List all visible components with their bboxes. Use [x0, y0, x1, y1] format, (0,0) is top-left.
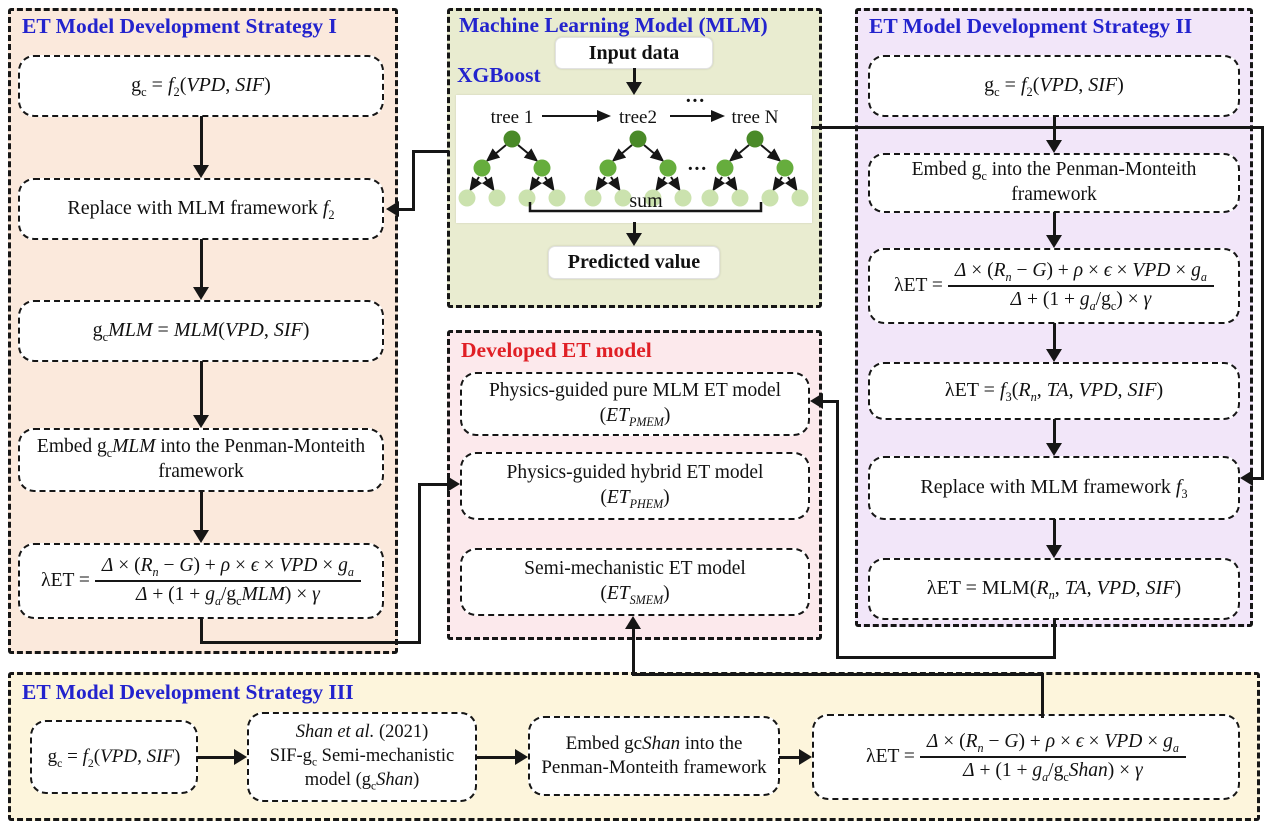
xgboost-trees-svg: tree 1 tree2 tree N ··· ··· sum [458, 90, 809, 213]
mlm-predicted-value-box: Predicted value [548, 246, 720, 279]
connector-line [778, 755, 803, 759]
connector-line [835, 399, 839, 659]
connector-line [1052, 211, 1056, 238]
arrowhead-d [1046, 235, 1062, 248]
arrowhead-d [193, 415, 209, 428]
connector-line [396, 207, 415, 211]
arrowhead-d [626, 233, 642, 246]
s1-replace-mlm-box: Replace with MLM framework f2 [18, 178, 384, 240]
connector-line [810, 125, 1264, 129]
connector-line [632, 221, 636, 237]
s2-mlm-function-box: λET = MLM(Rn, TA, VPD, SIF) [868, 558, 1240, 620]
developed-title: Developed ET model [461, 338, 652, 362]
s3-shan-line1: Shan et al. (2021) [295, 722, 429, 743]
arrowhead-d [1046, 349, 1062, 362]
arrowhead-r [799, 749, 812, 765]
arrowhead-u [625, 616, 641, 629]
dev-smem-box: Semi-mechanistic ET model (ETSMEM) [460, 548, 810, 616]
dev-phem-line2: (ETPHEM) [600, 487, 670, 511]
mlm-xgboost-label: XGBoost [457, 63, 541, 87]
s3-shan-line3: model (gcShan) [304, 769, 420, 793]
s2-embed-box: Embed gc into the Penman-Monteith framew… [868, 153, 1240, 213]
connector-line [417, 482, 421, 644]
s2-f3-function-box: λET = f3(Rn, TA, VPD, SIF) [868, 362, 1240, 420]
connector-line [631, 626, 635, 676]
mlm-title: Machine Learning Model (MLM) [459, 13, 768, 37]
arrowhead-d [626, 82, 642, 95]
connector-line [199, 617, 203, 644]
connector-line [631, 672, 1044, 676]
arrowhead-l [386, 201, 399, 217]
s1-gc-function-box: gc = f2(VPD, SIF) [18, 55, 384, 117]
connector-line [1052, 322, 1056, 352]
connector-line [820, 399, 839, 403]
arrowhead-d [1046, 545, 1062, 558]
connector-line [632, 67, 636, 86]
connector-line [1052, 618, 1056, 659]
connector-line [199, 490, 203, 533]
s2-replace-mlm-box: Replace with MLM framework f3 [868, 456, 1240, 520]
connector-line [1052, 115, 1056, 143]
svg-text:···: ··· [687, 158, 707, 180]
arrowhead-d [193, 530, 209, 543]
dev-phem-box: Physics-guided hybrid ET model (ETPHEM) [460, 452, 810, 520]
s1-gcmlm-box: gcMLM = MLM(VPD, SIF) [18, 300, 384, 362]
connector-line [411, 149, 449, 153]
connector-line [835, 655, 1056, 659]
arrowhead-r [515, 749, 528, 765]
svg-text:tree N: tree N [732, 107, 779, 128]
arrowhead-r [234, 749, 247, 765]
dev-pmem-line1: Physics-guided pure MLM ET model [488, 380, 782, 402]
arrowhead-d [1046, 443, 1062, 456]
s3-gc-function-box: gc = f2(VPD, SIF) [30, 720, 198, 794]
connector-line [199, 360, 203, 418]
s3-shan-line2: SIF-gc Semi-mechanistic [269, 746, 455, 769]
svg-text:sum: sum [629, 190, 663, 212]
dev-pmem-box: Physics-guided pure MLM ET model (ETPMEM… [460, 372, 810, 436]
connector-line [196, 755, 238, 759]
s3-embed-line2: Penman-Monteith framework [541, 757, 767, 778]
dev-phem-line1: Physics-guided hybrid ET model [506, 462, 764, 484]
strategy-2-title: ET Model Development Strategy II [869, 14, 1193, 38]
arrowhead-d [193, 165, 209, 178]
mlm-input-data-box: Input data [555, 37, 713, 69]
connector-line [1248, 476, 1264, 480]
connector-line [475, 755, 519, 759]
svg-text:tree2: tree2 [619, 107, 657, 128]
arrowhead-l [1240, 470, 1253, 486]
s3-shan-model-box: Shan et al. (2021) SIF-gc Semi-mechanist… [247, 712, 477, 802]
connector-line [199, 115, 203, 168]
s3-embed-box: Embed gcShan into the Penman-Monteith fr… [528, 716, 780, 796]
svg-text:tree 1: tree 1 [491, 107, 534, 128]
s2-gc-function-box: gc = f2(VPD, SIF) [868, 55, 1240, 117]
connector-line [417, 482, 450, 486]
connector-line [1052, 518, 1056, 548]
connector-line [1040, 672, 1044, 718]
dev-smem-line2: (ETSMEM) [600, 583, 670, 607]
arrowhead-l [810, 393, 823, 409]
connector-line [411, 149, 415, 211]
arrowhead-d [193, 287, 209, 300]
mlm-tree-diagram: tree 1 tree2 tree N ··· ··· sum [456, 90, 812, 223]
svg-text:···: ··· [685, 95, 705, 112]
strategy-1-title: ET Model Development Strategy I [22, 14, 337, 38]
arrowhead-d [1046, 140, 1062, 153]
connector-line [199, 238, 203, 290]
connector-line [1260, 125, 1264, 480]
dev-smem-line1: Semi-mechanistic ET model [524, 558, 746, 580]
dev-pmem-line2: (ETPMEM) [599, 405, 671, 429]
connector-line [199, 640, 421, 644]
strategy-3-title: ET Model Development Strategy III [22, 680, 354, 704]
s3-embed-line1: Embed gcShan into the [565, 732, 743, 754]
connector-line [1052, 418, 1056, 446]
arrowhead-r [447, 476, 460, 492]
s1-embed-box: Embed gcMLM into the Penman-Monteith fra… [18, 428, 384, 492]
